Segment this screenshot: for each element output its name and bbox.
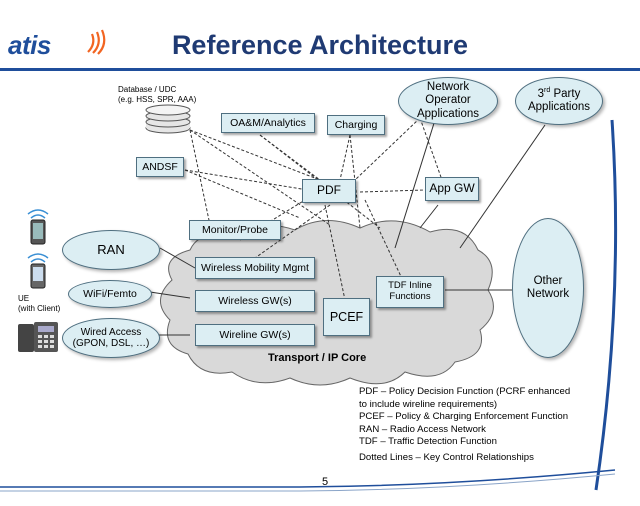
monitor-probe-box: Monitor/Probe bbox=[189, 220, 281, 240]
right-arc-decoration bbox=[594, 119, 618, 491]
tdf-line-1: TDF Inline bbox=[388, 280, 432, 292]
database-label: Database / UDC (e.g. HSS, SPR, AAA) bbox=[118, 85, 196, 104]
legend-item-ran: RAN – Radio Access Network bbox=[359, 423, 486, 435]
pcef-box: PCEF bbox=[323, 298, 370, 336]
legend: PDF – Policy Decision Function (PCRF enh… bbox=[359, 386, 570, 465]
wireline-gw-box: Wireline GW(s) bbox=[195, 324, 315, 346]
mobile-phone-icon bbox=[27, 253, 49, 289]
wifi-femto-node: WiFi/Femto bbox=[68, 280, 152, 308]
wireless-mobility-mgmt-box: Wireless Mobility Mgmt bbox=[195, 257, 315, 279]
third-party-line-2: Applications bbox=[527, 101, 590, 114]
network-operator-line-1: Network bbox=[426, 81, 470, 94]
network-operator-line-3: Applications bbox=[416, 107, 479, 120]
atis-logo: atis bbox=[8, 30, 51, 60]
andsf-box: ANDSF bbox=[136, 157, 184, 177]
wireless-gw-box: Wireless GW(s) bbox=[195, 290, 315, 312]
transport-core-label: Transport / IP Core bbox=[268, 352, 367, 364]
database-icon bbox=[145, 104, 191, 134]
bottom-rule bbox=[0, 469, 616, 488]
other-network-node: Other Network bbox=[512, 218, 584, 358]
other-network-text: Other Network bbox=[527, 275, 569, 301]
third-party-rest: Party bbox=[550, 88, 581, 101]
charging-box: Charging bbox=[327, 115, 385, 135]
ue-label: UE (with Client) bbox=[18, 294, 60, 313]
legend-item-pdf-cont: to include wireline requirements) bbox=[359, 398, 498, 410]
bottom-rule-2 bbox=[0, 473, 616, 492]
desk-phone-icon bbox=[18, 322, 58, 352]
third-party-num: 3 bbox=[537, 88, 545, 101]
header-rule bbox=[0, 68, 640, 71]
ran-node: RAN bbox=[62, 230, 160, 270]
legend-item-dotted-lines: Dotted Lines – Key Control Relationships bbox=[359, 451, 534, 463]
oam-analytics-box: OA&M/Analytics bbox=[221, 113, 315, 133]
database-label-title: Database / UDC bbox=[118, 85, 177, 94]
legend-item-tdf: TDF – Traffic Detection Function bbox=[359, 436, 497, 448]
third-party-sup: rd bbox=[544, 87, 551, 95]
app-gw-box: App GW bbox=[425, 177, 479, 201]
smartphone-icon bbox=[27, 209, 49, 245]
third-party-line-1: 3rd Party bbox=[528, 87, 590, 101]
pdf-box: PDF bbox=[302, 179, 356, 203]
tdf-text: TDF Inline Functions bbox=[388, 280, 432, 303]
page-title: Reference Architecture bbox=[171, 30, 469, 60]
third-party-applications-node: 3rd Party Applications bbox=[515, 77, 603, 125]
network-operator-applications-text: Network Operator Applications bbox=[417, 81, 479, 121]
third-party-applications-text: 3rd Party Applications bbox=[528, 87, 590, 114]
legend-item-pdf: PDF – Policy Decision Function (PCRF enh… bbox=[359, 386, 571, 397]
wired-access-node: Wired Access (GPON, DSL, …) bbox=[62, 318, 160, 358]
logo-swirl-icon bbox=[87, 29, 106, 55]
other-network-line-1: Other bbox=[533, 274, 563, 287]
wired-access-line-1: Wired Access bbox=[80, 326, 142, 338]
page-number: 5 bbox=[322, 476, 329, 488]
other-network-line-2: Network bbox=[526, 288, 570, 300]
tdf-line-2: Functions bbox=[389, 291, 431, 302]
ue-label-sub: (with Client) bbox=[18, 303, 61, 313]
tdf-inline-functions-box: TDF Inline Functions bbox=[376, 276, 444, 308]
wired-access-text: Wired Access (GPON, DSL, …) bbox=[73, 327, 150, 350]
database-label-sub: (e.g. HSS, SPR, AAA) bbox=[118, 94, 197, 104]
legend-item-pcef: PCEF – Policy & Charging Enforcement Fun… bbox=[359, 411, 569, 423]
network-operator-applications-node: Network Operator Applications bbox=[398, 77, 498, 125]
network-operator-line-2: Operator bbox=[425, 94, 471, 107]
solid-connections bbox=[149, 119, 546, 336]
wired-access-line-2: (GPON, DSL, …) bbox=[72, 338, 150, 349]
ue-label-title: UE bbox=[18, 294, 30, 303]
